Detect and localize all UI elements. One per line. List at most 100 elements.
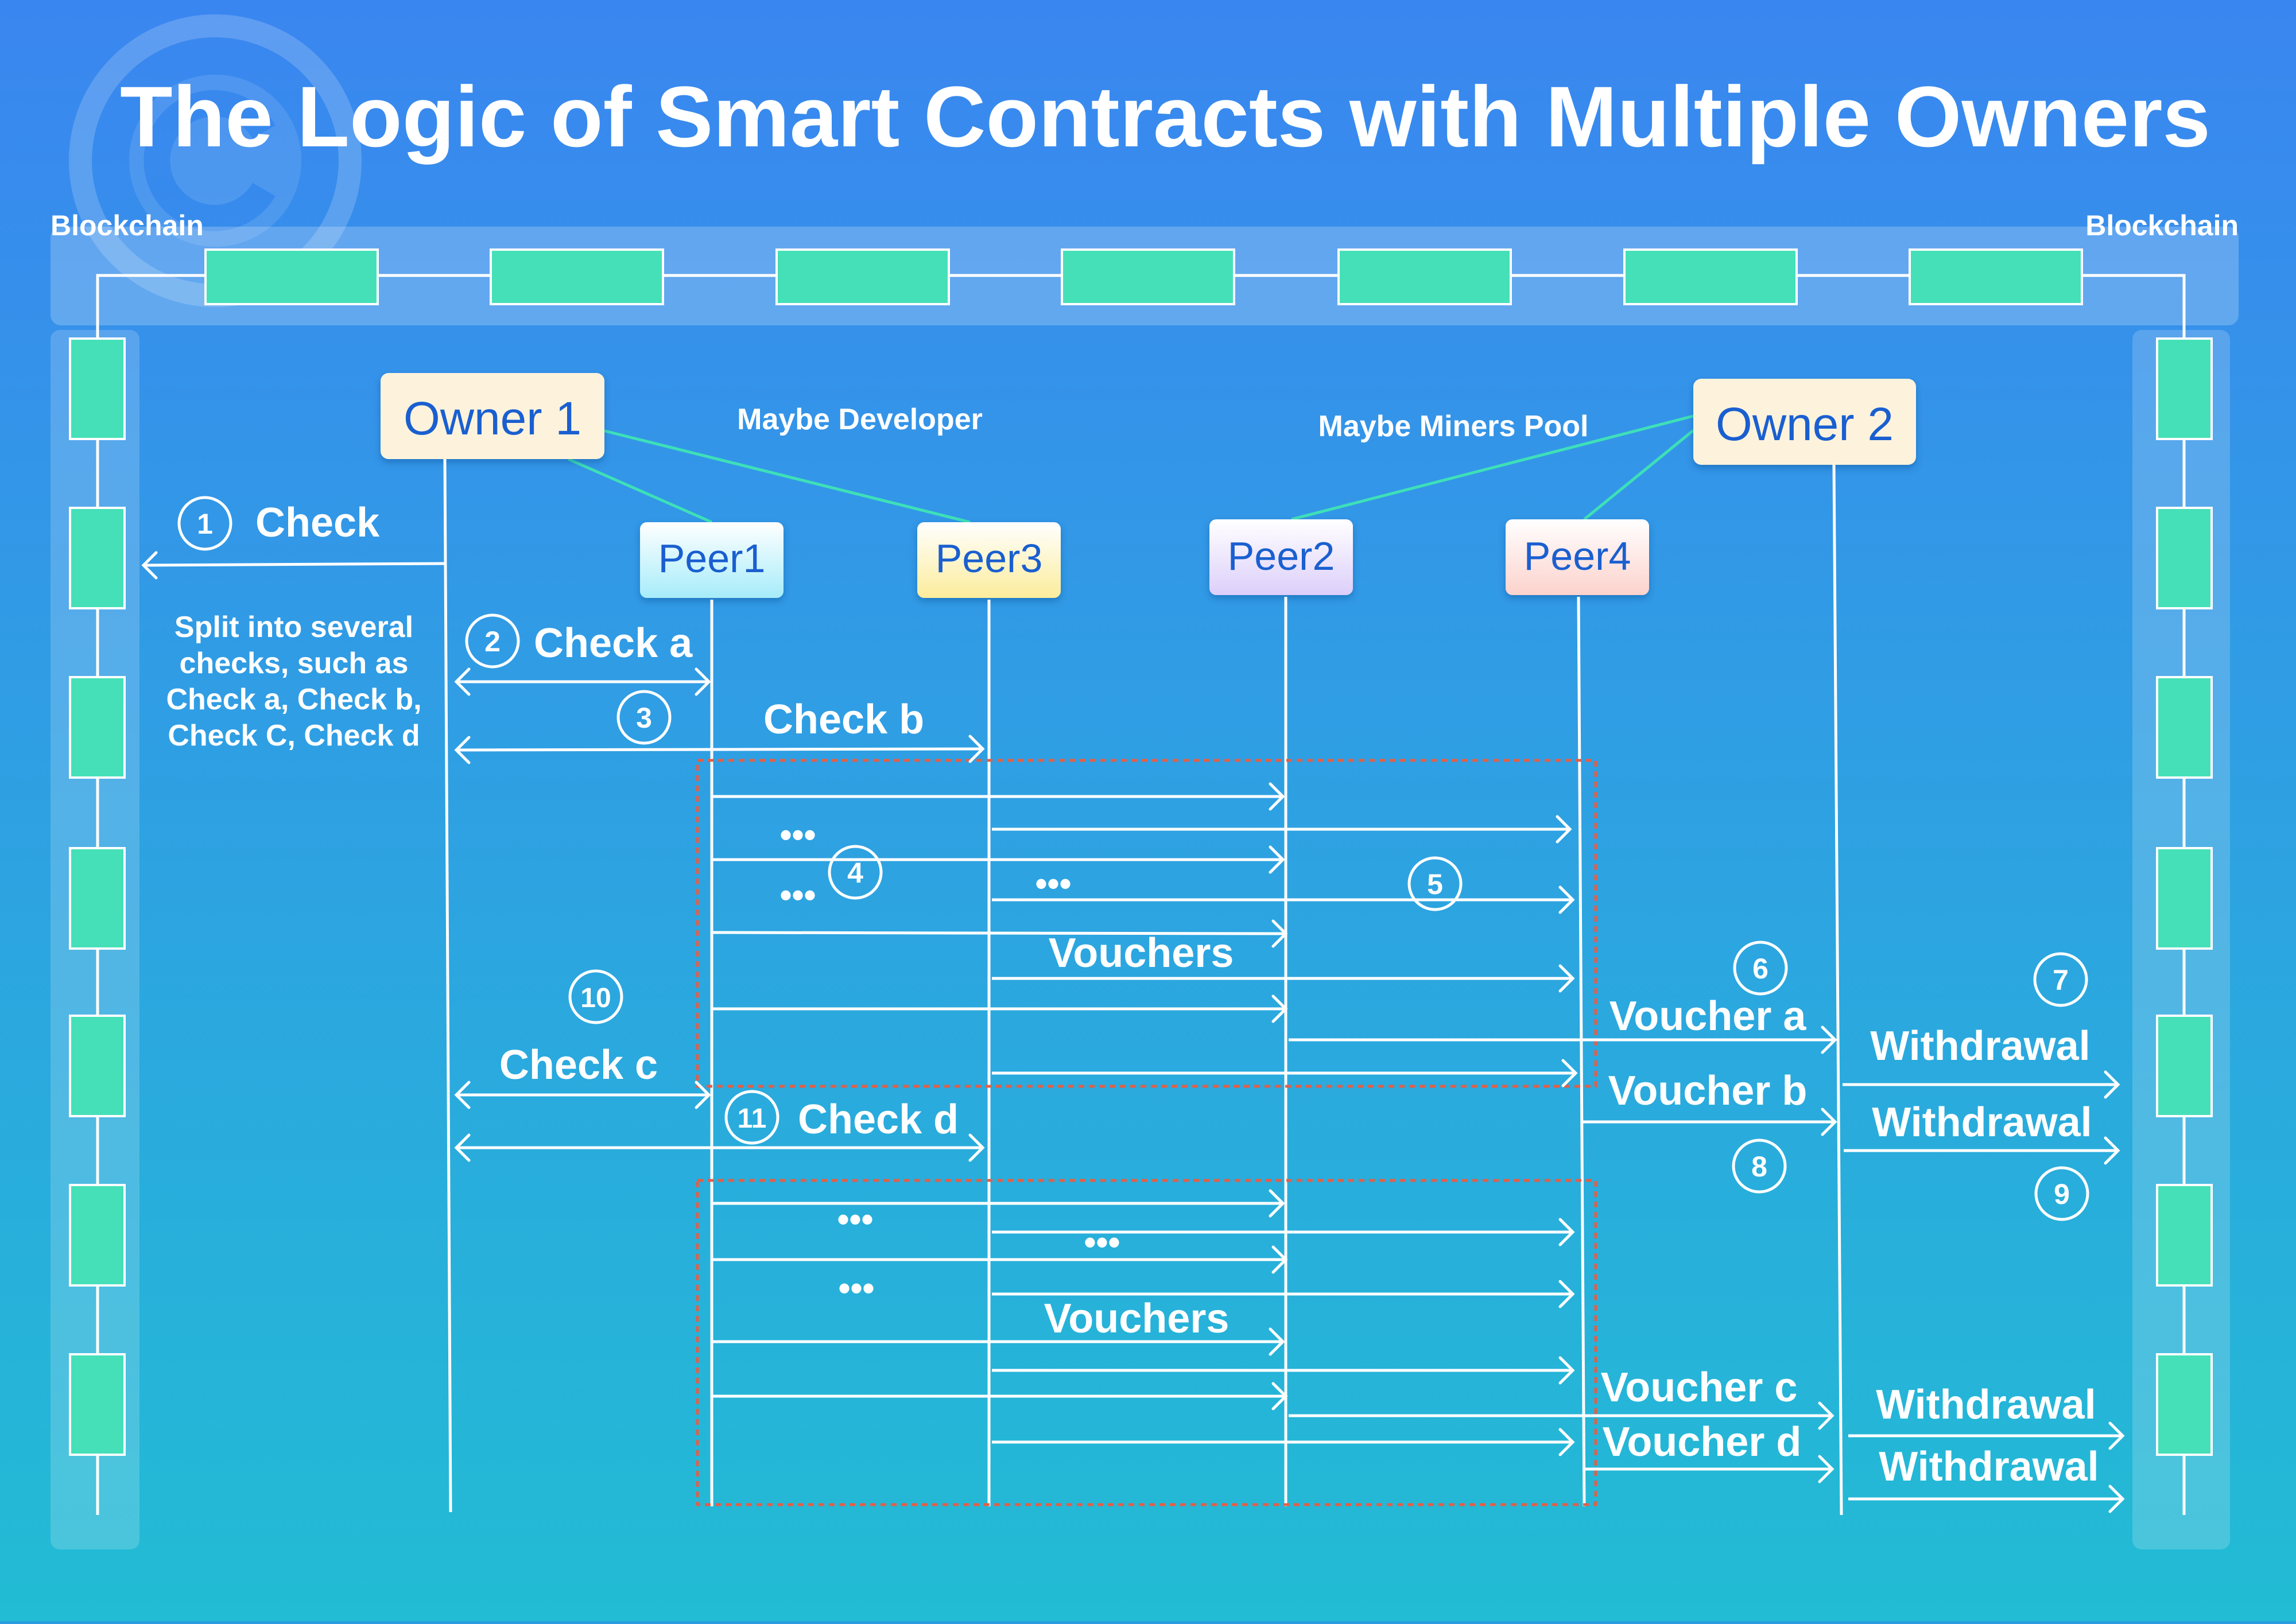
chain-block-right-2 bbox=[2156, 507, 2213, 609]
vouchers-frame-1 bbox=[696, 759, 1597, 1088]
check-d-label: Check d bbox=[798, 1097, 959, 1143]
check-label: Check bbox=[255, 500, 380, 546]
split-note-line-4: Check C, Check d bbox=[168, 719, 420, 752]
vouchers-label-1: Vouchers bbox=[1049, 930, 1234, 976]
step-1: 1 bbox=[177, 496, 232, 551]
arrow-f2-3 bbox=[713, 1245, 1288, 1274]
step-11: 11 bbox=[724, 1090, 779, 1145]
check-c-label: Check c bbox=[499, 1042, 658, 1088]
chain-block-top-2 bbox=[490, 248, 664, 305]
step-5: 5 bbox=[1407, 856, 1463, 911]
split-note-line-2: checks, such as bbox=[180, 647, 409, 680]
chain-block-right-1 bbox=[2156, 337, 2213, 440]
step-3-label: 3 bbox=[636, 702, 652, 734]
owner-1-box bbox=[381, 373, 604, 459]
step-8: 8 bbox=[1732, 1139, 1787, 1194]
peer2-label: Peer2 bbox=[1228, 534, 1335, 578]
arrow-f2-8 bbox=[1289, 1401, 1835, 1430]
arrow-check-d bbox=[454, 1133, 985, 1162]
arrow-f2-4 bbox=[992, 1280, 1575, 1308]
arrow-withdrawal-2 bbox=[1844, 1136, 2120, 1165]
chain-block-right-5 bbox=[2156, 1015, 2213, 1117]
arrow-withdrawal-3 bbox=[1848, 1421, 2125, 1450]
step-10-label: 10 bbox=[580, 983, 611, 1013]
arrow-f2-1 bbox=[713, 1189, 1285, 1218]
split-note: Split into several checks, such as Check… bbox=[166, 611, 421, 752]
arrow-check bbox=[141, 551, 445, 580]
chain-block-left-2 bbox=[69, 507, 126, 609]
dots-1: ••• bbox=[779, 815, 816, 854]
chain-block-top-6 bbox=[1623, 248, 1798, 305]
step-11-label: 11 bbox=[738, 1104, 767, 1134]
chain-block-right-7 bbox=[2156, 1353, 2213, 1456]
step-2-label: 2 bbox=[484, 625, 501, 658]
dots-2: ••• bbox=[779, 876, 816, 914]
maybe-miners-pool-note: Maybe Miners Pool bbox=[1318, 410, 1589, 443]
arrow-f1-9 bbox=[992, 1059, 1578, 1087]
chain-block-right-3 bbox=[2156, 676, 2213, 779]
voucher-d-label: Voucher d bbox=[1603, 1419, 1802, 1465]
arrow-f1-5 bbox=[712, 919, 1288, 948]
dots-6: ••• bbox=[838, 1269, 874, 1307]
arrow-f1-7 bbox=[713, 994, 1288, 1023]
arrow-voucher-d bbox=[1584, 1455, 1835, 1483]
step-9-label: 9 bbox=[2054, 1178, 2070, 1210]
owner-1-label: Owner 1 bbox=[404, 393, 581, 445]
owner-2-box bbox=[1693, 379, 1916, 465]
dots-3: ••• bbox=[1035, 864, 1071, 903]
arrow-f2-5 bbox=[713, 1327, 1285, 1356]
chain-block-right-6 bbox=[2156, 1184, 2213, 1287]
voucher-a-label: Voucher a bbox=[1609, 993, 1807, 1039]
arrow-f2-9 bbox=[992, 1428, 1575, 1456]
dots-5: ••• bbox=[1084, 1223, 1120, 1261]
step-9: 9 bbox=[2034, 1166, 2089, 1221]
peer3-label: Peer3 bbox=[936, 536, 1043, 581]
step-7-label: 7 bbox=[2053, 964, 2069, 996]
chain-block-top-5 bbox=[1337, 248, 1512, 305]
arrow-f1-2 bbox=[992, 815, 1572, 844]
step-1-label: 1 bbox=[197, 508, 213, 540]
peer4-label: Peer4 bbox=[1524, 534, 1631, 578]
step-5-label: 5 bbox=[1427, 868, 1443, 900]
arrow-f1-4 bbox=[992, 885, 1575, 914]
voucher-c-label: Voucher c bbox=[1601, 1365, 1798, 1411]
chain-block-left-6 bbox=[69, 1184, 126, 1287]
step-8-label: 8 bbox=[1751, 1151, 1767, 1183]
chain-block-right-4 bbox=[2156, 847, 2213, 950]
arrow-f2-6 bbox=[992, 1356, 1575, 1385]
step-10: 10 bbox=[568, 969, 623, 1024]
step-3: 3 bbox=[616, 690, 672, 745]
arrow-withdrawal-1 bbox=[1843, 1070, 2120, 1099]
step-6: 6 bbox=[1733, 941, 1788, 996]
chain-block-left-4 bbox=[69, 847, 126, 950]
chain-block-top-4 bbox=[1061, 248, 1235, 305]
check-b-label: Check b bbox=[763, 697, 924, 743]
chain-block-left-3 bbox=[69, 676, 126, 779]
withdrawal-label-1: Withdrawal bbox=[1870, 1023, 2090, 1069]
chain-block-top-1 bbox=[204, 248, 379, 305]
message-arrows bbox=[141, 551, 2125, 1513]
page-title: The Logic of Smart Contracts with Multip… bbox=[120, 68, 2210, 165]
step-numbers: 1 2 3 4 5 6 7 8 9 10 11 bbox=[177, 496, 2089, 1221]
step-6-label: 6 bbox=[1752, 953, 1768, 985]
chain-block-left-1 bbox=[69, 337, 126, 440]
vouchers-frame-2 bbox=[696, 1179, 1597, 1506]
withdrawal-label-4: Withdrawal bbox=[1879, 1444, 2099, 1490]
chain-block-left-5 bbox=[69, 1015, 126, 1117]
step-4: 4 bbox=[828, 845, 883, 900]
chain-block-top-7 bbox=[1909, 248, 2083, 305]
split-note-line-1: Split into several bbox=[174, 611, 413, 644]
arrow-f1-1 bbox=[713, 782, 1285, 811]
peer1-box bbox=[640, 522, 784, 598]
split-note-line-3: Check a, Check b, bbox=[166, 683, 421, 716]
arrow-f2-7 bbox=[713, 1382, 1288, 1411]
arrow-check-a bbox=[454, 667, 711, 696]
arrow-f1-6 bbox=[992, 964, 1575, 993]
withdrawal-label-2: Withdrawal bbox=[1872, 1099, 2092, 1145]
peer4-box bbox=[1506, 519, 1649, 595]
peer2-box bbox=[1209, 519, 1353, 595]
arrow-voucher-b bbox=[1581, 1108, 1837, 1136]
chain-block-top-3 bbox=[775, 248, 950, 305]
